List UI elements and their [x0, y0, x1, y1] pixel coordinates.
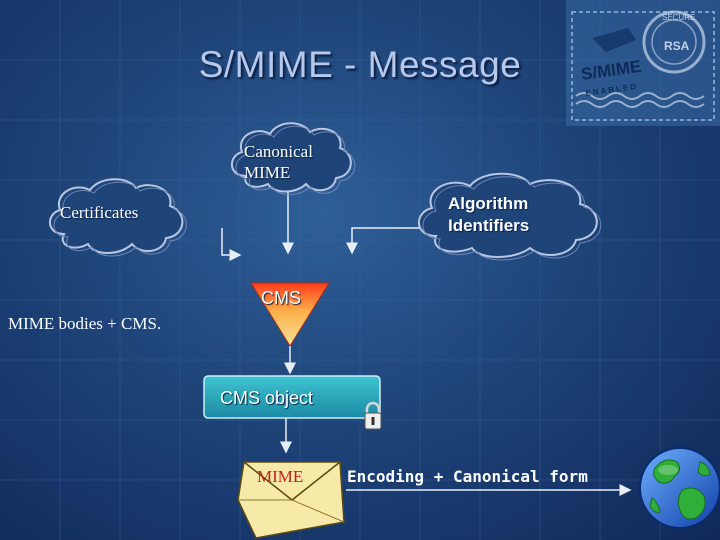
certificates-to-cms-arrow: [221, 228, 242, 261]
certificates-cloud: [49, 178, 187, 257]
cms-funnel-label: CMS: [261, 288, 301, 308]
mime-bodies-note: MIME bodies + CMS.: [8, 314, 162, 333]
encoding-label: Encoding + Canonical form: [347, 467, 588, 486]
envelope-mime-label: MIME: [257, 467, 304, 486]
cms-object-label: CMS object: [220, 388, 314, 408]
canonical-mime-label: Canonical MIME: [244, 142, 313, 182]
mime-envelope-icon: [237, 461, 345, 539]
certificates-label: Certificates: [60, 203, 139, 222]
globe-icon: [639, 447, 720, 529]
algorithm-identifiers-cloud: [418, 172, 602, 261]
canonical-mime-cloud: [231, 122, 356, 195]
algorithm-identifiers-label: Algorithm Identifiers: [448, 194, 530, 235]
cms-funnel-shape: [250, 282, 330, 347]
slide-title: S/MIME - Message: [198, 44, 522, 85]
algorithm-to-cms-arrow: [346, 227, 422, 255]
padlock-icon: [364, 401, 382, 430]
cms-object-box: [203, 375, 381, 419]
